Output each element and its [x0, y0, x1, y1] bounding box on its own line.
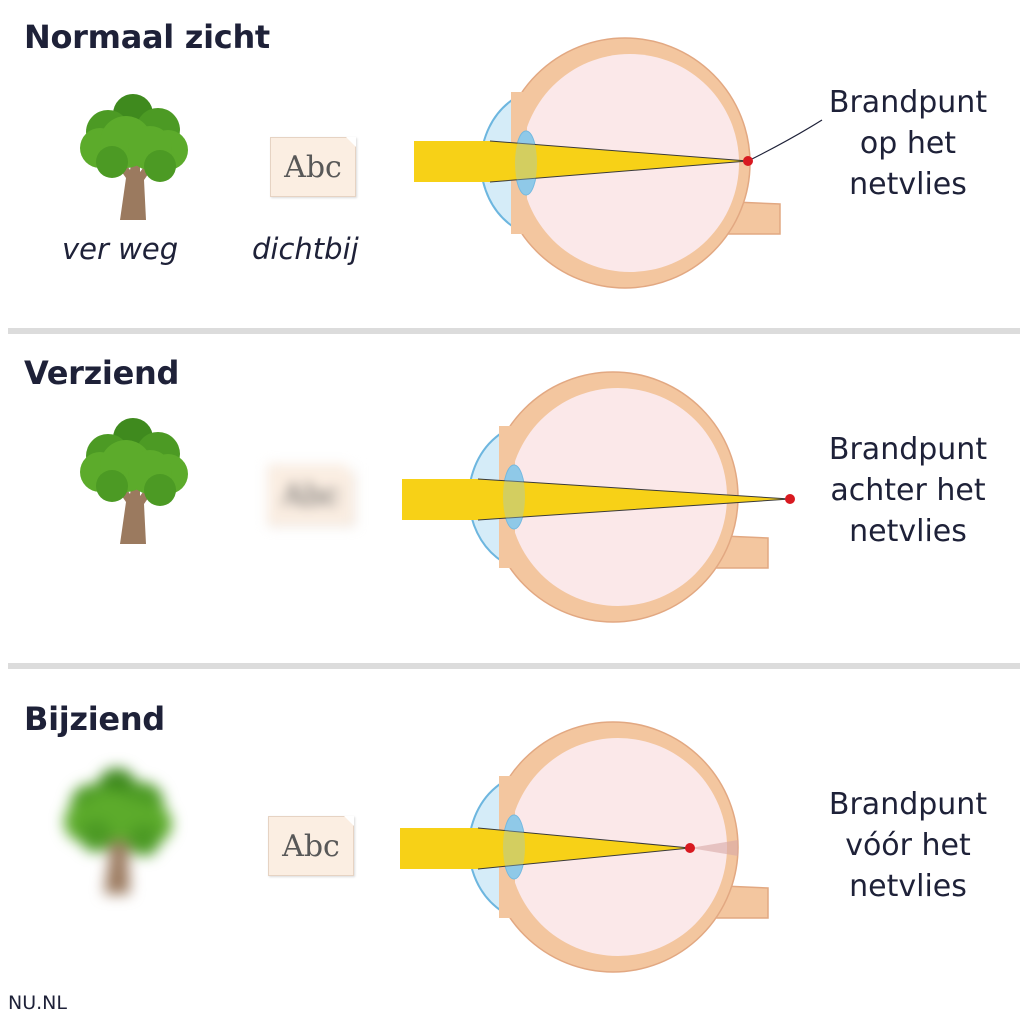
brand-logo: NU.NL [8, 992, 67, 1014]
near-label: dichtbij [252, 232, 359, 266]
section-title: Verziend [24, 354, 180, 392]
section-farsighted: Verziend Abc Brandpunt achter het netvli… [0, 334, 1024, 664]
text-card-blurred: Abc [268, 465, 354, 525]
far-label: ver weg [62, 232, 179, 266]
section-title: Bijziend [24, 700, 165, 738]
focus-note: Brandpunt vóór het netvlies [828, 787, 988, 904]
section-title: Normaal zicht [24, 18, 270, 56]
eye-diagram [414, 37, 823, 289]
divider [8, 663, 1020, 669]
divider [8, 328, 1020, 334]
focal-point [743, 156, 753, 166]
focus-note: Brandpunt op het netvlies [828, 85, 988, 202]
section-normal-vision: Normaal zicht ver weg Abc dichtbij Brand… [0, 0, 1024, 330]
eye-diagram [402, 371, 795, 623]
text-card: Abc [270, 137, 356, 197]
light-ray [402, 479, 790, 520]
eye-diagram [400, 721, 769, 973]
light-ray [414, 141, 748, 182]
section-nearsighted: Bijziend Abc Brandpunt vóór het netvlies [0, 670, 1024, 1000]
focal-point [685, 843, 695, 853]
focal-point [785, 494, 795, 504]
light-ray [400, 828, 690, 869]
focus-note: Brandpunt achter het netvlies [828, 432, 988, 549]
text-card: Abc [268, 816, 354, 876]
